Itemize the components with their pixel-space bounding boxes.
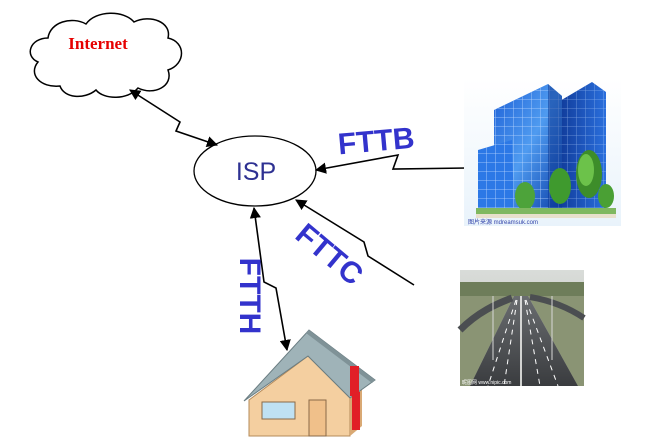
internet-label: Internet <box>68 34 128 53</box>
fttb-label: FTTB <box>337 122 416 162</box>
link-internet-isp <box>129 89 219 148</box>
link-isp-road <box>295 199 415 286</box>
office-building-image: 图片来源 mdreamsuk.com <box>464 78 621 226</box>
link-isp-home <box>249 206 291 352</box>
fttc-label: FTTC <box>289 217 369 292</box>
link-isp-building <box>314 153 468 174</box>
isp-node: ISP <box>193 135 317 207</box>
building-image-credit: 图片来源 mdreamsuk.com <box>468 218 538 226</box>
isp-label: ISP <box>236 158 276 186</box>
road-image-credit: 昵图网 www.nipic.com <box>462 380 511 386</box>
ftth-label: FTTH <box>233 258 266 335</box>
cloud-shape <box>29 12 183 98</box>
internet-cloud: Internet <box>29 12 183 98</box>
highway-image: 昵图网 www.nipic.com <box>457 270 586 387</box>
house-icon <box>243 329 376 437</box>
